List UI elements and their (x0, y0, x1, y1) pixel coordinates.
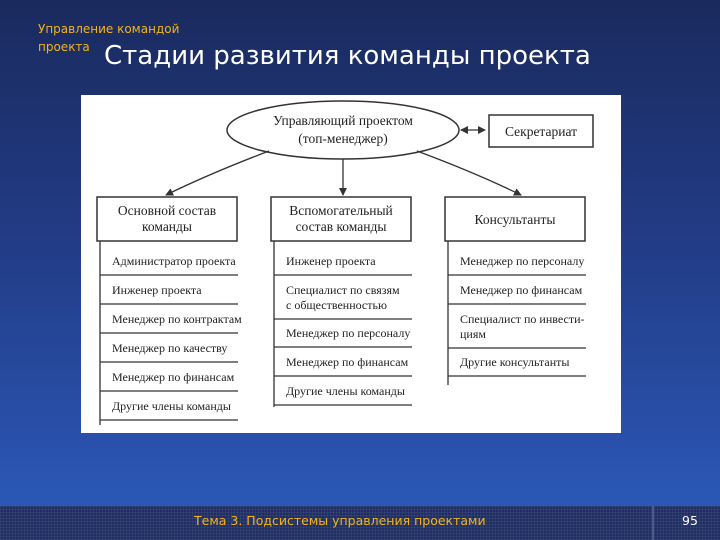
arrow-to-core-team (165, 150, 270, 196)
org-chart-diagram: Управляющий проектом (топ-менеджер) Секр… (81, 95, 621, 433)
slide-title: Стадии развития команды проекта (104, 41, 591, 71)
org-chart-svg: Управляющий проектом (топ-менеджер) Секр… (96, 100, 594, 425)
group-0-item-5-line-0: Другие члены команды (112, 399, 231, 413)
group-2-item-3-line-0: Другие консультанты (460, 355, 569, 369)
group-0-item-2-line-0: Менеджер по контрактам (112, 312, 242, 326)
group-2-item-2-line-0: Специалист по инвести- (460, 312, 584, 326)
group-2-item-1-line-0: Менеджер по финансам (460, 283, 583, 297)
group-1-item-2-line-0: Менеджер по персоналу (286, 326, 410, 340)
group-title-0-line-1: команды (142, 219, 192, 234)
manager-node (226, 100, 460, 160)
secretariat-label: Секретариат (505, 124, 577, 139)
consultants-box (444, 196, 586, 242)
group-1-item-4-line-0: Другие члены команды (286, 384, 405, 398)
page-number: 95 (682, 513, 698, 528)
group-1-item-1-line-1: с общественностью (286, 298, 387, 312)
group-1-item-0-line-0: Инженер проекта (286, 254, 376, 268)
group-2-item-2-line-1: циям (460, 327, 486, 341)
group-title-2-line-0: Консультанты (475, 212, 556, 227)
group-0-item-0-line-0: Администратор проекта (112, 254, 236, 268)
group-title-1-line-1: состав команды (296, 219, 387, 234)
group-title-1-line-0: Вспомогательный (289, 203, 393, 218)
group-1-item-3-line-0: Менеджер по финансам (286, 355, 409, 369)
secretariat-node (488, 114, 594, 148)
group-0-item-4-line-0: Менеджер по финансам (112, 370, 235, 384)
group-0-item-3-line-0: Менеджер по качеству (112, 341, 227, 355)
group-0-item-1-line-0: Инженер проекта (112, 283, 202, 297)
manager-label-line2: (топ-менеджер) (298, 131, 388, 146)
group-1-item-1-line-0: Специалист по связям (286, 283, 400, 297)
group-title-0-line-0: Основной состав (118, 203, 216, 218)
manager-label-line1: Управляющий проектом (273, 113, 413, 128)
footer-topic: Тема 3. Подсистемы управления проектами (194, 513, 486, 528)
section-label: Управление командой проекта (38, 22, 180, 54)
footer-bar: Тема 3. Подсистемы управления проектами … (0, 506, 720, 540)
group-2-item-0-line-0: Менеджер по персоналу (460, 254, 584, 268)
footer-divider (652, 506, 654, 540)
support-team-box (270, 196, 412, 242)
core-team-box (96, 196, 238, 242)
arrow-to-consultants (416, 150, 522, 196)
